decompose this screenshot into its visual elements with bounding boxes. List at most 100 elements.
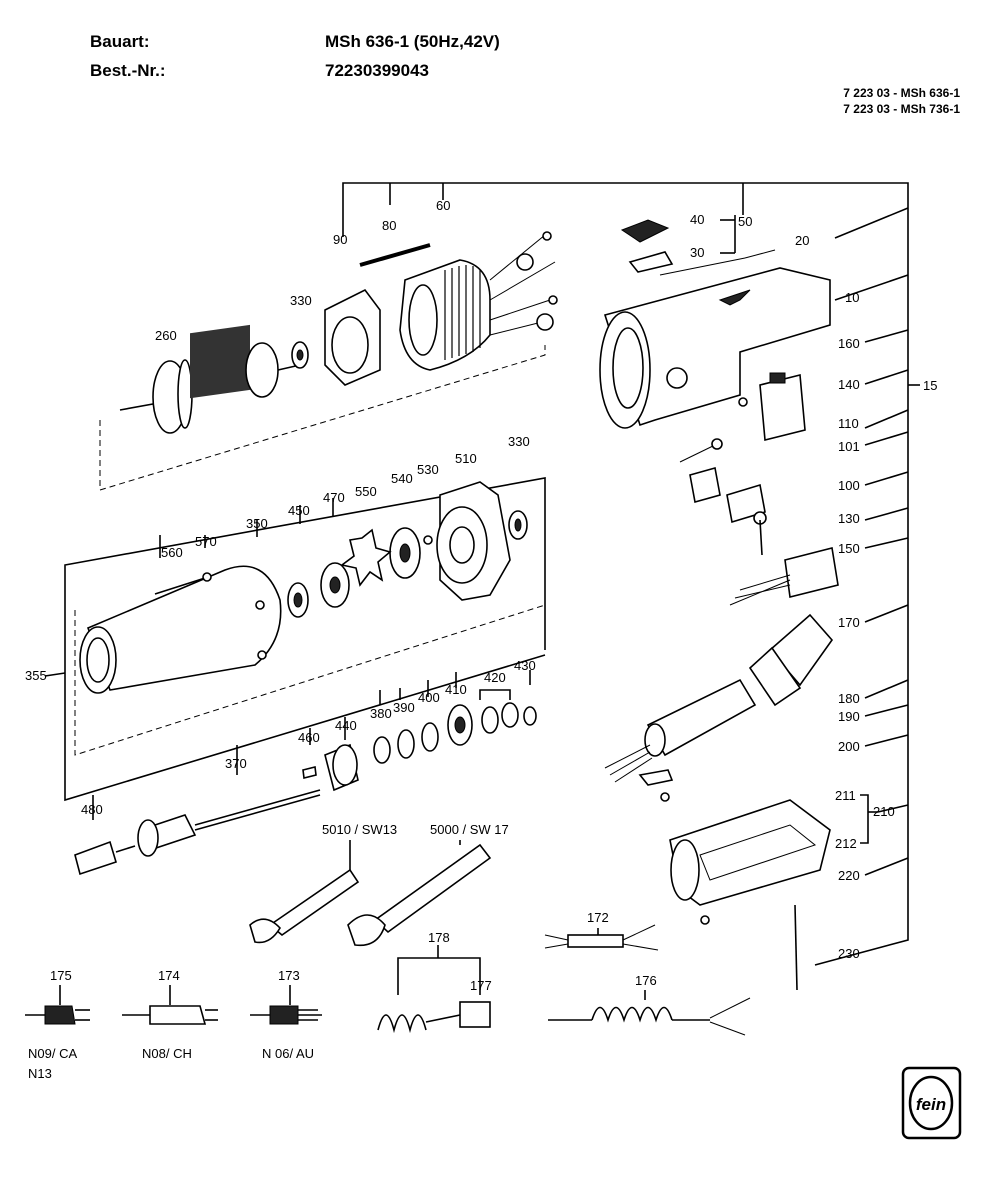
label-10: 10 <box>845 290 859 305</box>
label-20: 20 <box>795 233 809 248</box>
plug-175 <box>25 1005 90 1025</box>
label-470: 470 <box>323 490 345 505</box>
gear-housing-510 <box>436 481 511 601</box>
motor-housing-10 <box>599 267 831 429</box>
label-190: 190 <box>838 709 860 724</box>
part-number-labels: 10 15 20 30 40 50 60 80 90 100 101 110 1… <box>25 198 937 1081</box>
logo-text: fein <box>916 1095 946 1114</box>
plug-170 <box>748 613 834 707</box>
bauart-value: MSh 636-1 (50Hz,42V) <box>325 32 500 51</box>
plug-code-n09: N09/ CA <box>28 1046 77 1061</box>
screw-160 <box>738 397 748 407</box>
coiled-cable-177 <box>377 1001 491 1034</box>
label-100: 100 <box>838 478 860 493</box>
coupling-540 <box>389 527 421 579</box>
ring-390 <box>397 729 415 759</box>
screw-220 <box>700 915 710 925</box>
label-460: 460 <box>298 730 320 745</box>
part-100 <box>726 483 767 525</box>
label-140: 140 <box>838 377 860 392</box>
coiled-cable-176 <box>548 997 751 1036</box>
star-coupling-550 <box>340 528 392 587</box>
label-5010: 5010 / SW13 <box>322 822 397 837</box>
switch-30-40 <box>620 219 674 273</box>
label-212: 212 <box>835 836 857 851</box>
coupling-470 <box>320 562 350 608</box>
label-177: 177 <box>470 978 492 993</box>
label-230: 230 <box>838 946 860 961</box>
capacitor-150 <box>729 547 839 606</box>
brush-holder-140 <box>759 372 806 442</box>
rod-20 <box>659 257 746 276</box>
label-400: 400 <box>418 690 440 705</box>
label-510: 510 <box>455 451 477 466</box>
label-260: 260 <box>155 328 177 343</box>
bestnr-label: Best.-Nr.: <box>90 61 166 80</box>
handle-cover-210 <box>669 799 831 906</box>
label-172: 172 <box>587 910 609 925</box>
label-330-b: 330 <box>508 434 530 449</box>
label-350: 350 <box>246 516 268 531</box>
label-440: 440 <box>335 718 357 733</box>
label-550: 550 <box>355 484 377 499</box>
label-50: 50 <box>738 214 752 229</box>
label-174: 174 <box>158 968 180 983</box>
cable-172 <box>544 924 659 951</box>
washer-570 <box>202 572 212 582</box>
bracket-lines <box>44 182 920 1005</box>
spindle-370 <box>137 789 321 857</box>
label-380: 380 <box>370 706 392 721</box>
clamp-190 <box>638 769 674 786</box>
ring-400 <box>421 722 439 752</box>
ring-430 <box>523 706 537 726</box>
bearing-330-b-core <box>514 518 522 532</box>
plug-code-n08: N08/ CH <box>142 1046 192 1061</box>
armature-260 <box>119 324 301 434</box>
label-80: 80 <box>382 218 396 233</box>
label-170: 170 <box>838 615 860 630</box>
label-570: 570 <box>195 534 217 549</box>
label-430: 430 <box>514 658 536 673</box>
label-420: 420 <box>484 670 506 685</box>
label-150: 150 <box>838 541 860 556</box>
label-15: 15 <box>923 378 937 393</box>
label-90: 90 <box>333 232 347 247</box>
ring-380 <box>373 736 391 764</box>
label-175: 175 <box>50 968 72 983</box>
label-173: 173 <box>278 968 300 983</box>
model-ref-2: 7 223 03 - MSh 736-1 <box>843 102 960 116</box>
label-480: 480 <box>81 802 103 817</box>
label-180: 180 <box>838 691 860 706</box>
bestnr-value: 72230399043 <box>325 61 430 80</box>
plug-174 <box>122 1005 218 1025</box>
bearing-410-core <box>454 716 466 734</box>
label-220: 220 <box>838 868 860 883</box>
label-450: 450 <box>288 503 310 518</box>
collet-480 <box>74 840 136 876</box>
screw-560 <box>154 577 206 595</box>
label-60: 60 <box>436 198 450 213</box>
label-101: 101 <box>838 439 860 454</box>
label-211: 211 <box>835 788 856 803</box>
screw-230 <box>794 904 798 991</box>
model-ref-1: 7 223 03 - MSh 636-1 <box>843 86 960 100</box>
bearing-450-core <box>293 592 303 608</box>
label-330-a: 330 <box>290 293 312 308</box>
label-200: 200 <box>838 739 860 754</box>
label-176: 176 <box>635 973 657 988</box>
screw-80 <box>359 243 431 267</box>
label-178: 178 <box>428 930 450 945</box>
wrench-5010 <box>249 868 360 944</box>
label-390: 390 <box>393 700 415 715</box>
label-40: 40 <box>690 212 704 227</box>
label-110: 110 <box>838 416 859 431</box>
bearing-330-a-core <box>296 349 304 361</box>
part-110 <box>679 438 723 504</box>
label-540: 540 <box>391 471 413 486</box>
cable-sleeve-180 <box>604 678 757 783</box>
part-530 <box>423 535 433 545</box>
screw-130 <box>759 519 763 556</box>
label-130: 130 <box>838 511 860 526</box>
label-410: 410 <box>445 682 467 697</box>
neck-housing-350 <box>79 565 282 694</box>
